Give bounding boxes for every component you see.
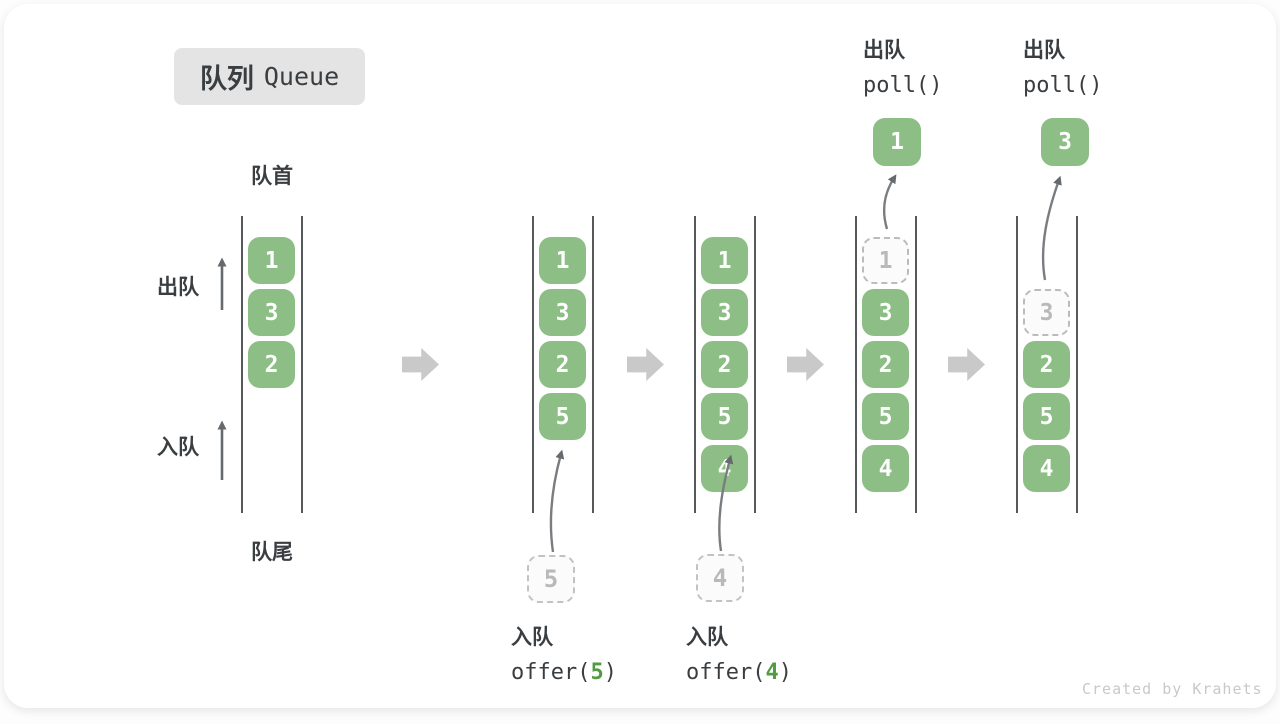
queue-cell: 1 [248,237,295,284]
queue-rail [301,216,303,513]
op-label: 出队 [863,39,905,62]
queue-rail [754,216,756,513]
queue-cell: 2 [1023,341,1070,388]
queue-cell: 4 [1023,445,1070,492]
code-fn: offer( [686,660,766,685]
queue-cell: 4 [701,445,748,492]
queue-state-4: 1 3 2 5 4 [855,216,917,513]
queue-rail [1016,216,1018,513]
queue-rail [855,216,857,513]
queue-rail [532,216,534,513]
block-arrow-icon [402,348,439,381]
title-en: Queue [263,62,340,91]
op-enqueue-4: 入队 offer(4) [686,621,792,685]
op-code: poll() [1023,73,1103,98]
queue-cell: 3 [701,289,748,336]
op-poll-1: 出队 poll() [863,34,942,98]
queue-cell: 4 [862,445,909,492]
queue-cell: 5 [701,393,748,440]
block-arrow-icon [948,348,985,381]
queue-cell: 2 [248,341,295,388]
op-code: poll() [863,73,943,98]
op-enqueue-5: 入队 offer(5) [511,621,617,685]
queue-cell: 5 [1023,393,1070,440]
queue-cell: 3 [862,289,909,336]
queue-cell: 3 [248,289,295,336]
front-label: 队首 [251,165,293,188]
op-poll-2: 出队 poll() [1023,34,1102,98]
queue-rail [694,216,696,513]
block-arrow-icon [787,348,824,381]
rear-label: 队尾 [251,541,293,564]
queue-rail [915,216,917,513]
title-zh: 队列 [199,64,254,94]
dequeue-side-label: 出队 [157,276,199,299]
queue-state-1: 1 3 2 [241,216,303,513]
queue-state-2: 1 3 2 5 [532,216,594,513]
code-close: ) [778,660,792,685]
enqueue-side-label: 入队 [157,436,199,459]
queue-state-5: 3 2 5 4 [1016,216,1078,513]
incoming-element-box: 4 [696,554,744,602]
op-label: 入队 [511,626,553,649]
queue-cell: 1 [539,237,586,284]
queue-rail [241,216,243,513]
removed-cell: 3 [1023,289,1070,336]
op-code: offer(5) [511,660,617,685]
queue-cell: 2 [862,341,909,388]
queue-cell: 3 [539,289,586,336]
diagram-card: 队列 Queue 队首 队尾 出队 入队 1 3 2 1 3 2 5 5 入队 … [4,4,1276,708]
polled-element-box: 1 [873,118,921,166]
polled-element-box: 3 [1041,118,1089,166]
title-badge: 队列 Queue [174,48,365,105]
code-arg: 4 [765,660,779,685]
code-close: ) [603,660,617,685]
code-fn: offer( [511,660,591,685]
removed-cell: 1 [862,237,909,284]
queue-cell: 1 [701,237,748,284]
queue-cell: 2 [701,341,748,388]
op-label: 入队 [686,626,728,649]
queue-state-3: 1 3 2 5 4 [694,216,756,513]
incoming-element-box: 5 [527,555,575,603]
queue-rail [592,216,594,513]
queue-cell: 2 [539,341,586,388]
queue-cell: 5 [539,393,586,440]
op-code: offer(4) [686,660,792,685]
queue-rail [1076,216,1078,513]
op-label: 出队 [1023,39,1065,62]
block-arrow-icon [627,348,664,381]
code-arg: 5 [590,660,604,685]
watermark: Created by Krahets [1082,680,1263,698]
queue-cell: 5 [862,393,909,440]
